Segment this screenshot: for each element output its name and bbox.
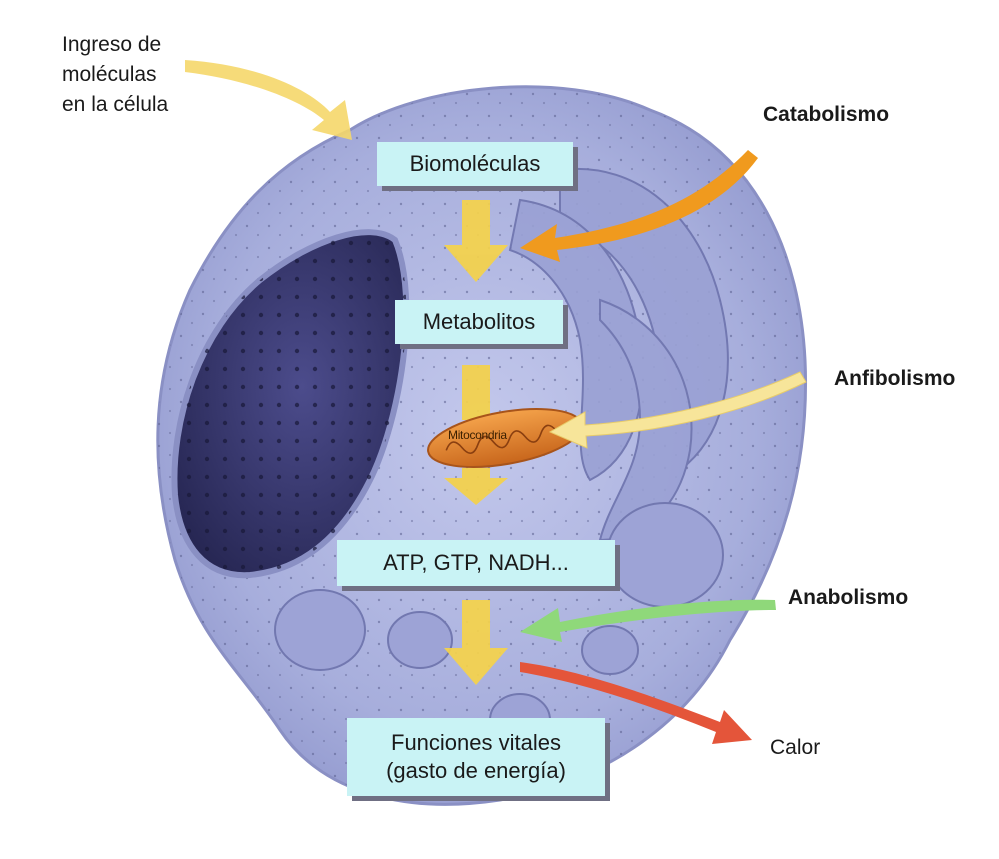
input-label-line-1: Ingreso de [62,33,162,56]
functions-text-line-2: (gasto de energía) [386,758,566,783]
input-arrow [185,60,352,140]
heat-arrow [520,662,752,744]
metabolites-text: Metabolitos [422,309,536,334]
energy-text: ATP, GTP, NADH... [383,550,569,575]
biomolecules-text: Biomoléculas [409,151,541,176]
input-label: Ingreso de moléculas en la célula [62,30,168,120]
biomolecules-box: Biomoléculas [377,142,573,186]
anabolism-label: Anabolismo [788,586,909,609]
input-label-line-3: en la célula [62,93,169,116]
vesicles [274,502,724,747]
flow-arrows [444,200,508,685]
anabolism-arrow [520,599,776,642]
heat-label: Calor [770,736,821,759]
energy-box: ATP, GTP, NADH... [337,540,615,586]
input-label-line-2: moléculas [62,63,157,86]
catabolism-label: Catabolismo [763,103,890,126]
amphibolism-label: Anfibolismo [834,367,956,390]
catabolism-arrow [520,150,758,262]
metabolites-box: Metabolitos [395,300,563,344]
functions-box: Funciones vitales (gasto de energía) [347,718,605,796]
mitochondria-label: Mitocondria [448,428,507,442]
functions-text-line-1: Funciones vitales [391,730,561,755]
amphibolism-arrow [548,371,807,449]
